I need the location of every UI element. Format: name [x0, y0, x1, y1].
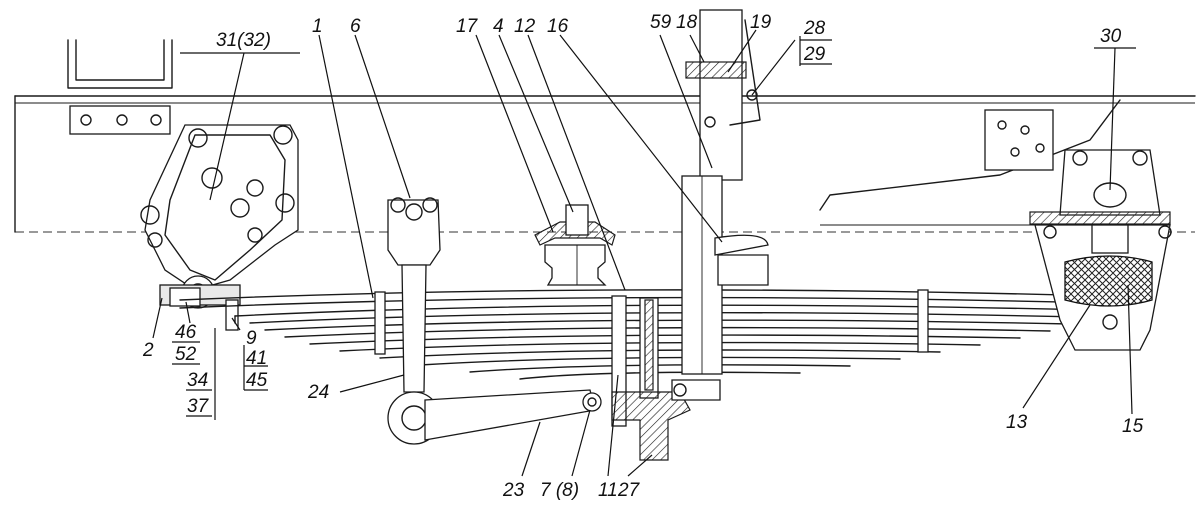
label-7-8: 7 (8)	[540, 480, 579, 501]
shock-absorber	[681, 9, 769, 375]
center-clamp	[611, 295, 721, 461]
label-12: 12	[514, 16, 536, 37]
label-52: 52	[175, 344, 197, 365]
rear-spring-bracket	[984, 109, 1172, 351]
label-23: 23	[502, 480, 525, 501]
label-59: 59	[650, 12, 672, 33]
label-11: 11	[598, 480, 618, 501]
label-31-32: 31(32)	[216, 30, 271, 51]
label-27: 27	[617, 480, 641, 501]
label-24: 24	[307, 382, 329, 403]
label-30: 30	[1100, 26, 1122, 47]
label-15: 15	[1122, 416, 1144, 437]
label-13: 13	[1006, 412, 1028, 433]
reaction-rod	[387, 197, 602, 445]
callout-labels: 31(32) 1 6 17 4 12 16 59 18 19 28 29 30 …	[142, 12, 1144, 501]
label-29: 29	[803, 44, 826, 65]
label-46: 46	[175, 322, 197, 343]
label-6: 6	[350, 16, 361, 37]
label-16: 16	[547, 16, 569, 37]
label-1: 1	[312, 16, 323, 37]
label-18: 18	[676, 12, 698, 33]
top-mounting-bracket	[67, 39, 173, 135]
label-2: 2	[142, 340, 154, 361]
label-19: 19	[750, 12, 772, 33]
label-17: 17	[456, 16, 479, 37]
front-spring-bracket	[140, 124, 299, 309]
label-9: 9	[246, 328, 257, 349]
label-41: 41	[246, 348, 267, 369]
leader-lines	[152, 29, 1136, 477]
label-28: 28	[803, 18, 826, 39]
label-4: 4	[493, 16, 504, 37]
leaf-spring-pack	[179, 289, 1101, 380]
label-37: 37	[187, 396, 210, 417]
label-45: 45	[246, 370, 268, 391]
label-34: 34	[187, 370, 208, 391]
bump-stop	[534, 204, 616, 286]
